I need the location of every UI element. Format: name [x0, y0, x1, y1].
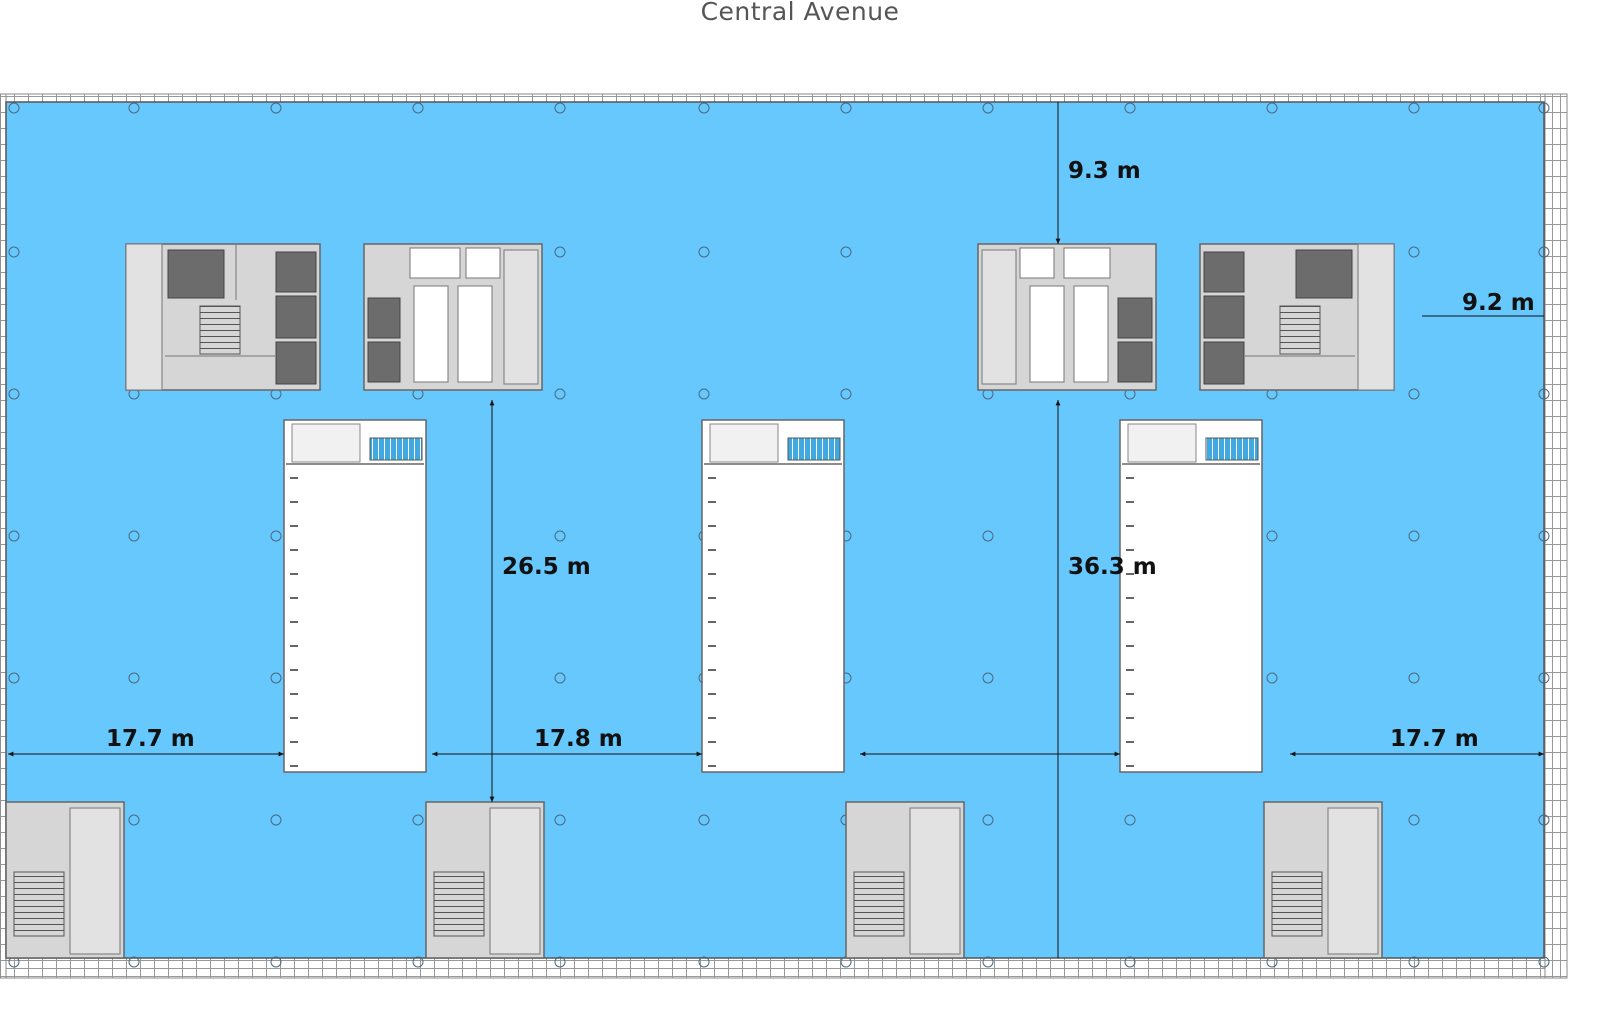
column-marker	[1408, 672, 1420, 684]
stair-core-4	[1263, 801, 1383, 959]
lift-shaft	[275, 295, 317, 339]
dim-top-setback-label: 9.3 m	[1068, 158, 1141, 184]
washroom-core-2	[977, 243, 1157, 391]
column-marker	[1408, 388, 1420, 400]
dim-depth-right-label: 36.3 m	[1068, 554, 1157, 580]
lift-shaft	[275, 341, 317, 385]
column-marker	[1124, 956, 1136, 968]
column-marker	[554, 388, 566, 400]
column-marker	[840, 246, 852, 258]
column-marker	[1408, 102, 1420, 114]
column-marker	[554, 102, 566, 114]
column-marker	[1266, 102, 1278, 114]
dim-span-left-label: 17.7 m	[106, 726, 195, 752]
column-marker	[554, 530, 566, 542]
column-marker	[1408, 814, 1420, 826]
column-marker	[270, 530, 282, 542]
column-marker	[1266, 530, 1278, 542]
facade	[0, 93, 1568, 979]
column-marker	[128, 530, 140, 542]
lift-shaft	[167, 249, 225, 299]
column-marker	[698, 246, 710, 258]
column-marker	[128, 102, 140, 114]
column-marker	[270, 956, 282, 968]
column-marker	[1538, 672, 1550, 684]
atrium-void-1	[283, 419, 427, 773]
escalator	[1205, 437, 1259, 461]
street-name-label: Central Avenue	[700, 0, 900, 26]
column-marker	[698, 388, 710, 400]
column-marker	[1538, 388, 1550, 400]
lift-shaft	[1203, 251, 1245, 293]
column-marker	[1408, 956, 1420, 968]
stair-core-2	[425, 801, 545, 959]
column-marker	[8, 530, 20, 542]
dim-span-right-label: 17.7 m	[1390, 726, 1479, 752]
lift-shaft	[1295, 249, 1353, 299]
stair-flight	[199, 305, 241, 355]
void-railings	[290, 477, 1134, 767]
column-marker	[128, 956, 140, 968]
column-marker	[1124, 102, 1136, 114]
dim-right-setback-label: 9.2 m	[1462, 290, 1535, 316]
column-marker	[1266, 672, 1278, 684]
dimension-lines	[7, 102, 1544, 958]
lift-shaft	[1203, 295, 1245, 339]
column-marker	[1538, 956, 1550, 968]
stair-core-3	[845, 801, 965, 959]
column-marker	[840, 102, 852, 114]
column-marker	[1408, 246, 1420, 258]
atrium-void-3	[1119, 419, 1263, 773]
column-marker	[1408, 530, 1420, 542]
column-marker	[982, 814, 994, 826]
column-marker	[982, 102, 994, 114]
column-marker	[412, 102, 424, 114]
column-marker	[554, 672, 566, 684]
column-marker	[554, 814, 566, 826]
stair-flight	[1279, 305, 1321, 355]
lift-shaft	[275, 251, 317, 293]
column-marker	[8, 246, 20, 258]
column-marker	[1538, 530, 1550, 542]
column-marker	[982, 672, 994, 684]
column-marker	[698, 956, 710, 968]
column-marker	[554, 246, 566, 258]
column-marker	[1538, 814, 1550, 826]
column-marker	[840, 388, 852, 400]
column-marker	[554, 956, 566, 968]
column-marker	[698, 102, 710, 114]
column-marker	[8, 388, 20, 400]
column-marker	[1538, 102, 1550, 114]
dim-span-middle-label: 17.8 m	[534, 726, 623, 752]
column-marker	[982, 530, 994, 542]
service-core-1	[125, 243, 321, 391]
escalator	[369, 437, 423, 461]
column-marker	[412, 814, 424, 826]
column-marker	[128, 672, 140, 684]
column-marker	[1124, 814, 1136, 826]
column-marker	[412, 956, 424, 968]
column-marker	[270, 672, 282, 684]
column-marker	[270, 102, 282, 114]
column-marker	[8, 102, 20, 114]
column-marker	[982, 956, 994, 968]
washroom-core-1	[363, 243, 543, 391]
service-core-2	[1199, 243, 1395, 391]
column-marker	[270, 814, 282, 826]
atrium-void-2	[701, 419, 845, 773]
lift-shaft	[1203, 341, 1245, 385]
column-marker	[8, 672, 20, 684]
dim-depth-center-label: 26.5 m	[502, 554, 591, 580]
column-marker	[128, 814, 140, 826]
column-marker	[698, 814, 710, 826]
column-marker	[1538, 246, 1550, 258]
escalator	[787, 437, 841, 461]
stair-core-1	[5, 801, 125, 959]
